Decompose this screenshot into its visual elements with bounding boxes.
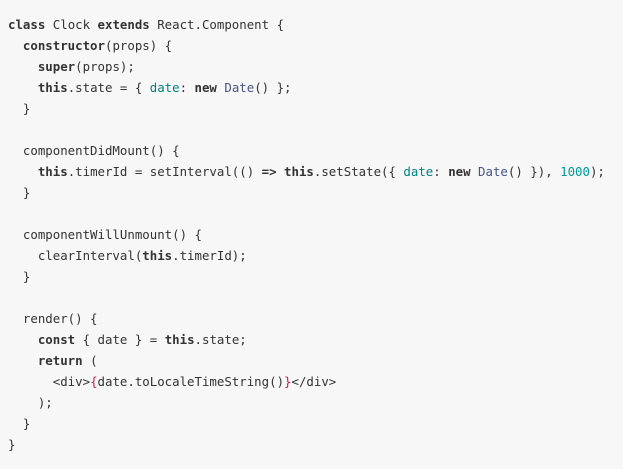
code-token: new — [448, 164, 471, 179]
code-token: => — [261, 164, 277, 179]
code-token: } — [8, 185, 31, 200]
code-line: return ( — [8, 350, 623, 371]
code-token: new — [194, 80, 217, 95]
code-token: date — [149, 80, 180, 95]
code-line: const { date } = this.state; — [8, 329, 623, 350]
code-line: } — [8, 98, 623, 119]
code-line: ); — [8, 392, 623, 413]
code-token: .timerId); — [172, 248, 247, 263]
code-token — [8, 164, 38, 179]
code-token: } — [8, 269, 31, 284]
code-token: (props); — [75, 59, 135, 74]
code-token: this — [284, 164, 314, 179]
code-token: (props) { — [104, 38, 173, 53]
code-token: } — [8, 101, 31, 116]
code-line: } — [8, 413, 623, 434]
code-line: super(props); — [8, 56, 623, 77]
code-token — [8, 80, 38, 95]
code-line: componentWillUnmount() { — [8, 224, 623, 245]
code-token: .timerId = setInterval(() — [67, 164, 262, 179]
code-line: } — [8, 434, 623, 455]
code-token — [8, 38, 23, 53]
code-token — [8, 332, 38, 347]
code-token: } — [8, 416, 31, 431]
code-line: this.timerId = setInterval(() => this.se… — [8, 161, 623, 182]
code-token: this — [37, 80, 68, 95]
code-token — [471, 164, 478, 179]
code-line: class Clock extends React.Component { — [8, 14, 623, 35]
code-line: this.state = { date: new Date() }; — [8, 77, 623, 98]
code-token — [277, 164, 284, 179]
code-token — [8, 59, 38, 74]
code-token: return — [37, 353, 83, 368]
code-token: render() { — [8, 311, 98, 326]
code-token: ); — [8, 395, 53, 410]
code-line — [8, 203, 623, 224]
code-token: : — [179, 80, 195, 95]
code-token: { date } = — [75, 332, 165, 347]
code-token: ); — [589, 164, 605, 179]
code-token: clearInterval( — [8, 248, 143, 263]
code-line: clearInterval(this.timerId); — [8, 245, 623, 266]
code-token: Date — [224, 80, 255, 95]
code-token: { — [90, 374, 98, 389]
code-token: extends — [97, 17, 150, 32]
code-token: Clock — [45, 17, 98, 32]
code-line: constructor(props) { — [8, 35, 623, 56]
code-token: 1000 — [560, 164, 590, 179]
code-token: .setState({ — [313, 164, 404, 179]
code-token: () }), — [507, 164, 561, 179]
code-token: this — [37, 164, 68, 179]
code-token: } — [8, 437, 16, 452]
code-token: ( — [82, 353, 98, 368]
code-token: Date — [478, 164, 508, 179]
code-token: componentDidMount() { — [8, 143, 180, 158]
code-line: } — [8, 182, 623, 203]
code-token: this — [164, 332, 195, 347]
code-token: constructor — [22, 38, 105, 53]
code-token: super — [37, 59, 76, 74]
code-token: .state = { — [67, 80, 150, 95]
code-line: render() { — [8, 308, 623, 329]
code-token: <div> — [8, 374, 91, 389]
code-token: } — [284, 374, 292, 389]
code-token: React.Component { — [149, 17, 285, 32]
code-token: const — [37, 332, 76, 347]
code-line — [8, 287, 623, 308]
code-token: componentWillUnmount() { — [8, 227, 202, 242]
code-token: class — [8, 17, 46, 32]
code-token: : — [433, 164, 449, 179]
code-token — [8, 353, 38, 368]
code-token: this — [142, 248, 173, 263]
code-line — [8, 119, 623, 140]
code-line: componentDidMount() { — [8, 140, 623, 161]
code-line: <div>{date.toLocaleTimeString()}</div> — [8, 371, 623, 392]
code-token: date.toLocaleTimeString() — [97, 374, 285, 389]
code-token: date — [403, 164, 434, 179]
code-line: } — [8, 266, 623, 287]
code-token: </div> — [291, 374, 337, 389]
code-token: () }; — [254, 80, 292, 95]
code-token: .state; — [194, 332, 247, 347]
